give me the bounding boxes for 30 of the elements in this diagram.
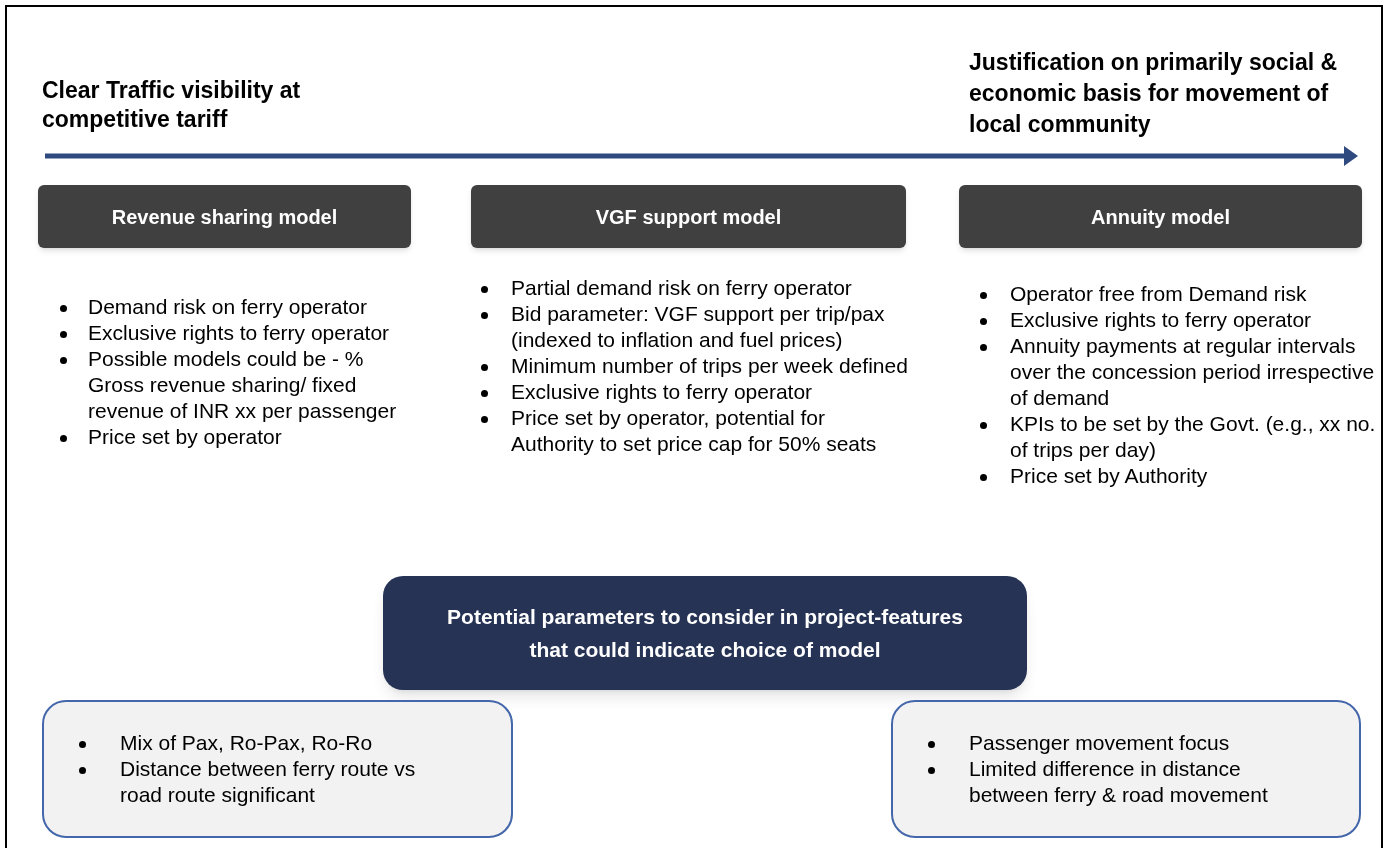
bullet-text: Price set by operator, potential for Authority to set price cap for 50% seats — [511, 405, 878, 457]
bullet-text: Price set by Authority — [1010, 463, 1208, 489]
bullet-text: Mix of Pax, Ro-Pax, Ro-Ro — [120, 730, 373, 756]
model-title: Revenue sharing model — [111, 204, 338, 230]
bullet-text: Minimum number of trips per week defined — [511, 353, 908, 379]
bullet-text: Passenger movement focus — [969, 730, 1230, 756]
bullet-text: Exclusive rights to ferry operator — [511, 379, 813, 405]
bullet-text: Bid parameter: VGF support per trip/pax (indexed to inflation and fuel prices) — [511, 301, 886, 353]
bullet-text: Partial demand risk on ferry operator — [511, 275, 852, 301]
bullet-text: Exclusive rights to ferry operator — [88, 320, 390, 346]
feature-card — [891, 700, 1361, 838]
model-header-box — [471, 185, 906, 248]
bullet-text: Price set by operator — [88, 424, 282, 450]
bullet-text: Operator free from Demand risk — [1010, 281, 1307, 307]
bullet-text: Exclusive rights to ferry operator — [1010, 307, 1312, 333]
model-title: Annuity model — [1091, 204, 1230, 230]
bullet-text: KPIs to be set by the Govt. (e.g., xx no. of trips per day) — [1010, 411, 1376, 463]
parameters-heading: Potential parameters to consider in project-features that could indicate choice of model — [446, 604, 964, 663]
feature-card — [42, 700, 513, 838]
bullet-text: Possible models could be - % Gross revenue sharing/ fixed revenue of INR xx per passenger — [88, 346, 398, 424]
bullet-text: Annuity payments at regular intervals over the concession period irrespective of demand — [1010, 333, 1376, 411]
model-header-box — [38, 185, 411, 248]
parameters-box — [383, 576, 1027, 690]
bullet-text: Demand risk on ferry operator — [88, 294, 367, 320]
model-header-box — [959, 185, 1362, 248]
spectrum-end-label: Clear Traffic visibility at competitive tariff — [42, 76, 302, 134]
model-title: VGF support model — [595, 204, 782, 230]
spectrum-end-label: Justification on primarily social & economic basis for movement of local community — [969, 48, 1339, 139]
bullet-text: Limited difference in distance between ferry & road movement — [969, 756, 1269, 808]
bullet-text: Distance between ferry route vs road route significant — [120, 756, 417, 808]
